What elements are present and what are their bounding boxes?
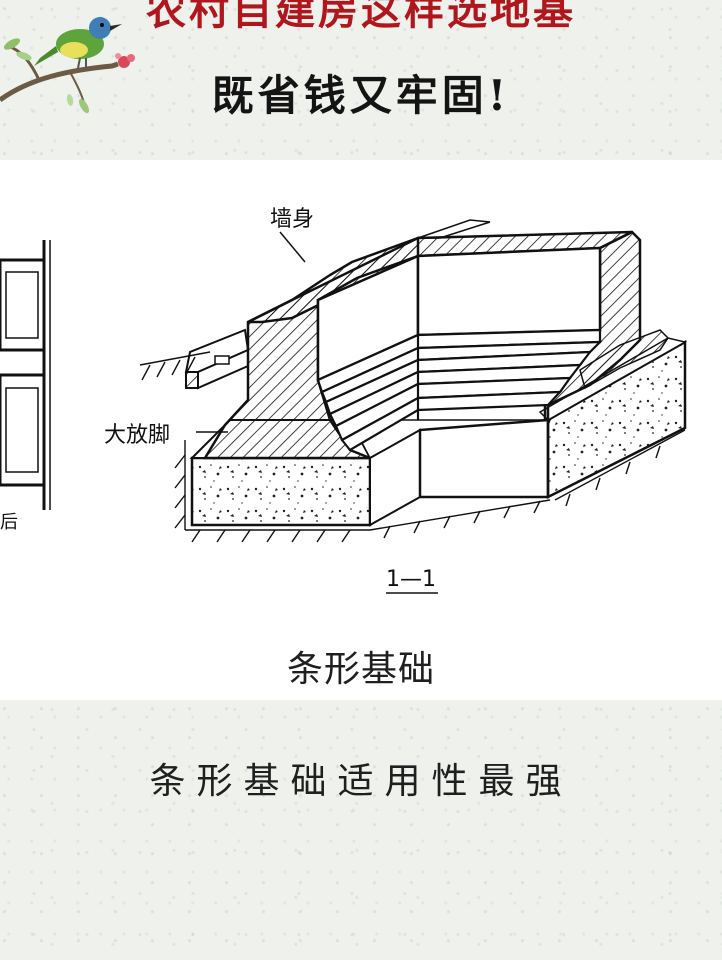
left-fragment-label: 后	[0, 512, 18, 533]
footer-band	[0, 700, 722, 960]
title-line-2: 既省钱又牢固!	[211, 71, 511, 120]
header-band: 农村自建房这样选地基 既省钱又牢固!	[0, 0, 722, 160]
wall-leader-line	[279, 231, 306, 263]
left-partial-drawing	[0, 240, 51, 510]
diagram-caption: 条形基础	[286, 649, 435, 690]
wall-label: 墙身	[270, 207, 314, 232]
section-label: 1—1	[386, 567, 436, 592]
summary-note: 条形基础适用性最强	[149, 761, 573, 802]
ground-hatching	[139, 351, 686, 543]
strip-foundation-diagram: 后	[0, 207, 688, 594]
title-line-1: 农村自建房这样选地基	[146, 0, 576, 34]
footing-step-label: 大放脚	[104, 423, 170, 448]
footing-steps	[316, 328, 603, 452]
bird-on-branch-icon	[0, 17, 135, 114]
